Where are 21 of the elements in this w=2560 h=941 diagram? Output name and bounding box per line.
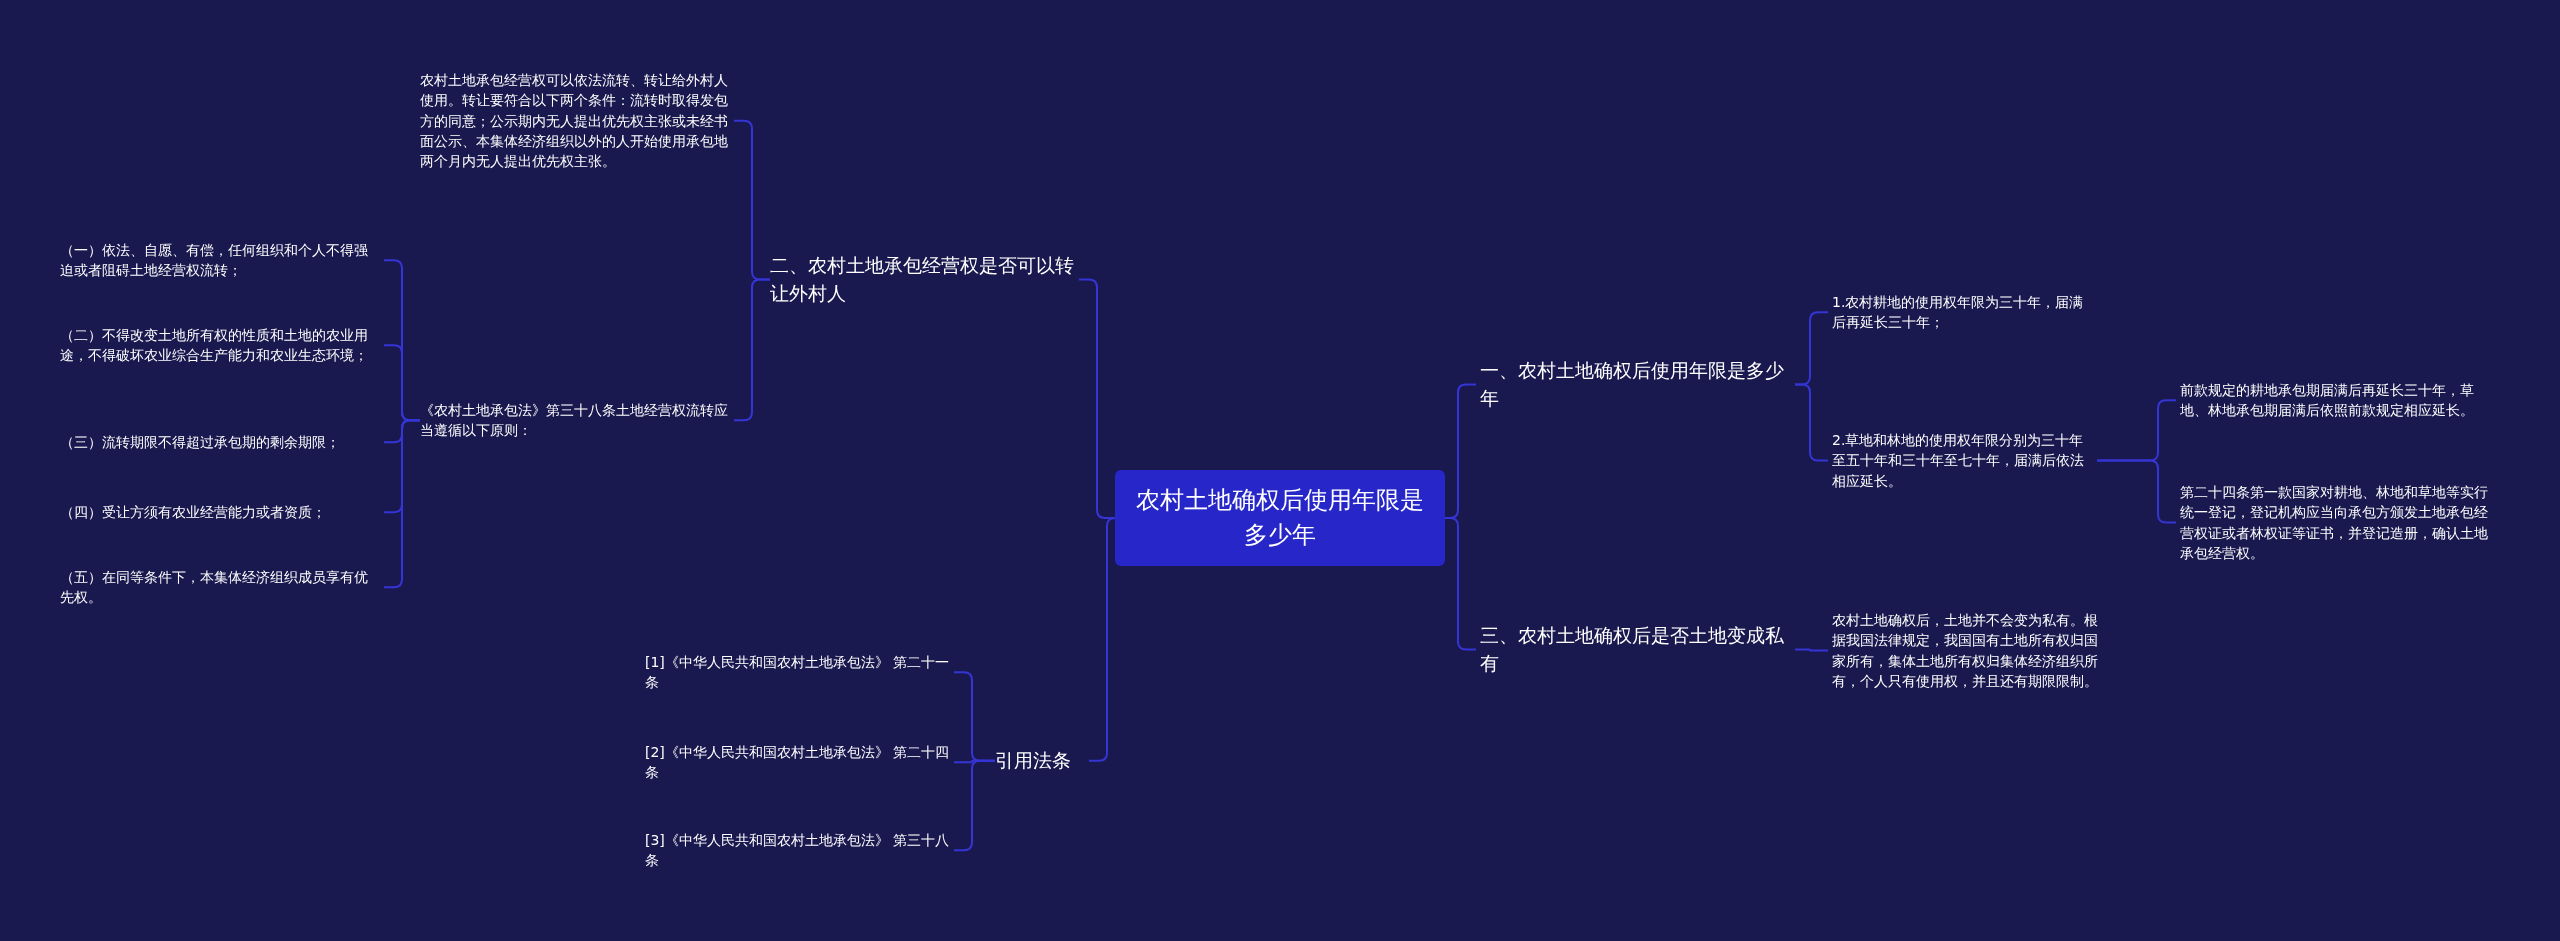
leaf-text: 1.农村耕地的使用权年限为三十年，届满后再延长三十年； bbox=[1832, 290, 2097, 335]
leaf-text: 农村土地确权后，土地并不会变为私有。根据我国法律规定，我国国有土地所有权归国家所有，集体土地所有权归集体经济组织所有，个人只有使用权，并且还有期限限制。 bbox=[1832, 608, 2102, 694]
leaf-text: （二）不得改变土地所有权的性质和土地的农业用途，不得破坏农业综合生产能力和农业生态环境； bbox=[60, 323, 380, 368]
central-topic-box: 农村土地确权后使用年限是多少年 bbox=[1115, 470, 1445, 566]
branch-topic-text: 引用法条 bbox=[995, 745, 1085, 777]
leaf-text: （一）依法、自愿、有偿，任何组织和个人不得强迫或者阻碍土地经营权流转； bbox=[60, 238, 380, 283]
leaf-text: 第二十四条第一款国家对耕地、林地和草地等实行统一登记，登记机构应当向承包方颁发土地承包经营权证或者林权证等证书，并登记造册，确认土地承包经营权。 bbox=[2180, 480, 2495, 566]
leaf-text: （五）在同等条件下，本集体经济组织成员享有优先权。 bbox=[60, 565, 380, 610]
branch-topic-text: 一、农村土地确权后使用年限是多少年 bbox=[1480, 355, 1795, 415]
leaf-text: [2]《中华人民共和国农村土地承包法》 第二十四条 bbox=[645, 740, 950, 785]
leaf-text: [1]《中华人民共和国农村土地承包法》 第二十一条 bbox=[645, 650, 950, 695]
leaf-text: 2.草地和林地的使用权年限分别为三十年至五十年和三十年至七十年，届满后依法相应延长。 bbox=[1832, 428, 2097, 493]
leaf-text: 农村土地承包经营权可以依法流转、转让给外村人使用。转让要符合以下两个条件：流转时取得发包方的同意；公示期内无人提出优先权主张或未经书面公示、本集体经济组织以外的人开始使用承包地两个月内无人提出优先权主张。 bbox=[420, 68, 730, 174]
leaf-text: 《农村土地承包法》第三十八条土地经营权流转应当遵循以下原则： bbox=[420, 398, 730, 443]
leaf-text: 前款规定的耕地承包期届满后再延长三十年，草地、林地承包期届满后依照前款规定相应延长。 bbox=[2180, 378, 2495, 423]
leaf-text: （四）受让方须有农业经营能力或者资质； bbox=[60, 500, 380, 525]
branch-topic-text: 三、农村土地确权后是否土地变成私有 bbox=[1480, 620, 1795, 680]
connector-line bbox=[1794, 648, 1829, 652]
leaf-text: （三）流转期限不得超过承包期的剩余期限； bbox=[60, 430, 380, 455]
leaf-text: [3]《中华人民共和国农村土地承包法》 第三十八条 bbox=[645, 828, 950, 873]
branch-topic-text: 二、农村土地承包经营权是否可以转让外村人 bbox=[770, 250, 1075, 310]
